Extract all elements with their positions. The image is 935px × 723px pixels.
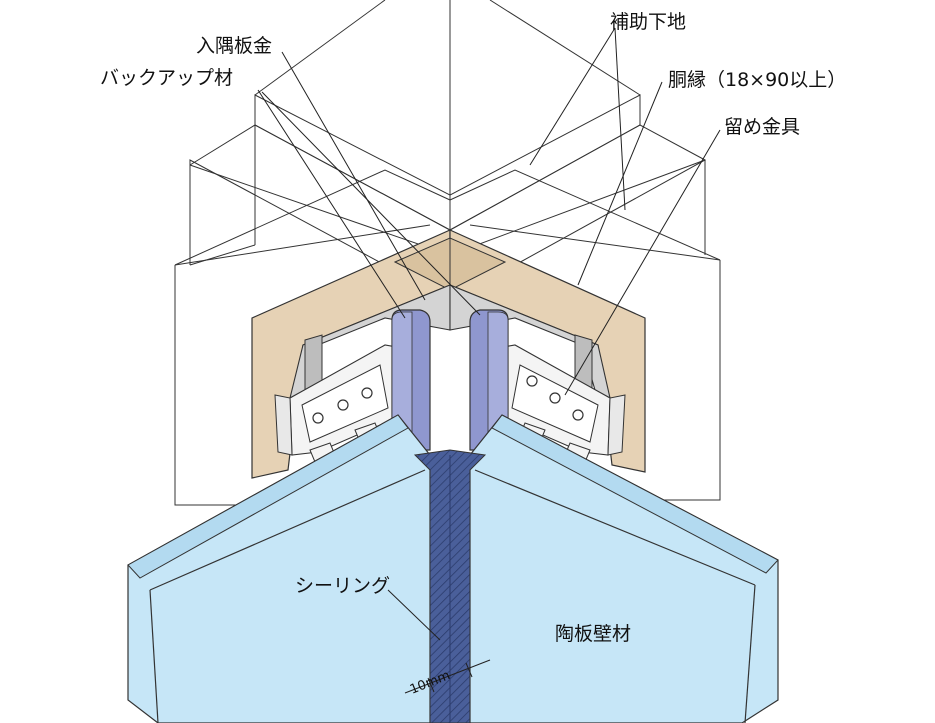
backup-material-right: [469, 309, 509, 451]
label-backup-material: バックアップ材: [100, 67, 233, 89]
sealant-joint: [413, 449, 487, 723]
mounting-clip-left: [274, 344, 411, 463]
ceramic-panel-left: [127, 414, 431, 723]
label-auxiliary-base: 補助下地: [610, 11, 686, 33]
ceramic-panel-right: [469, 414, 779, 723]
label-ceramic-panel: 陶板壁材: [555, 623, 631, 645]
leader-lines: [257, 27, 721, 641]
label-mounting-clip: 留め金具: [724, 116, 800, 138]
backup-material-left: [391, 309, 431, 451]
label-sealing: シーリング: [295, 575, 390, 597]
label-furring-strip: 胴縁（18×90以上）: [668, 69, 846, 91]
furring-wood: [251, 229, 646, 479]
label-corner-flashing: 入隅板金: [196, 35, 272, 57]
